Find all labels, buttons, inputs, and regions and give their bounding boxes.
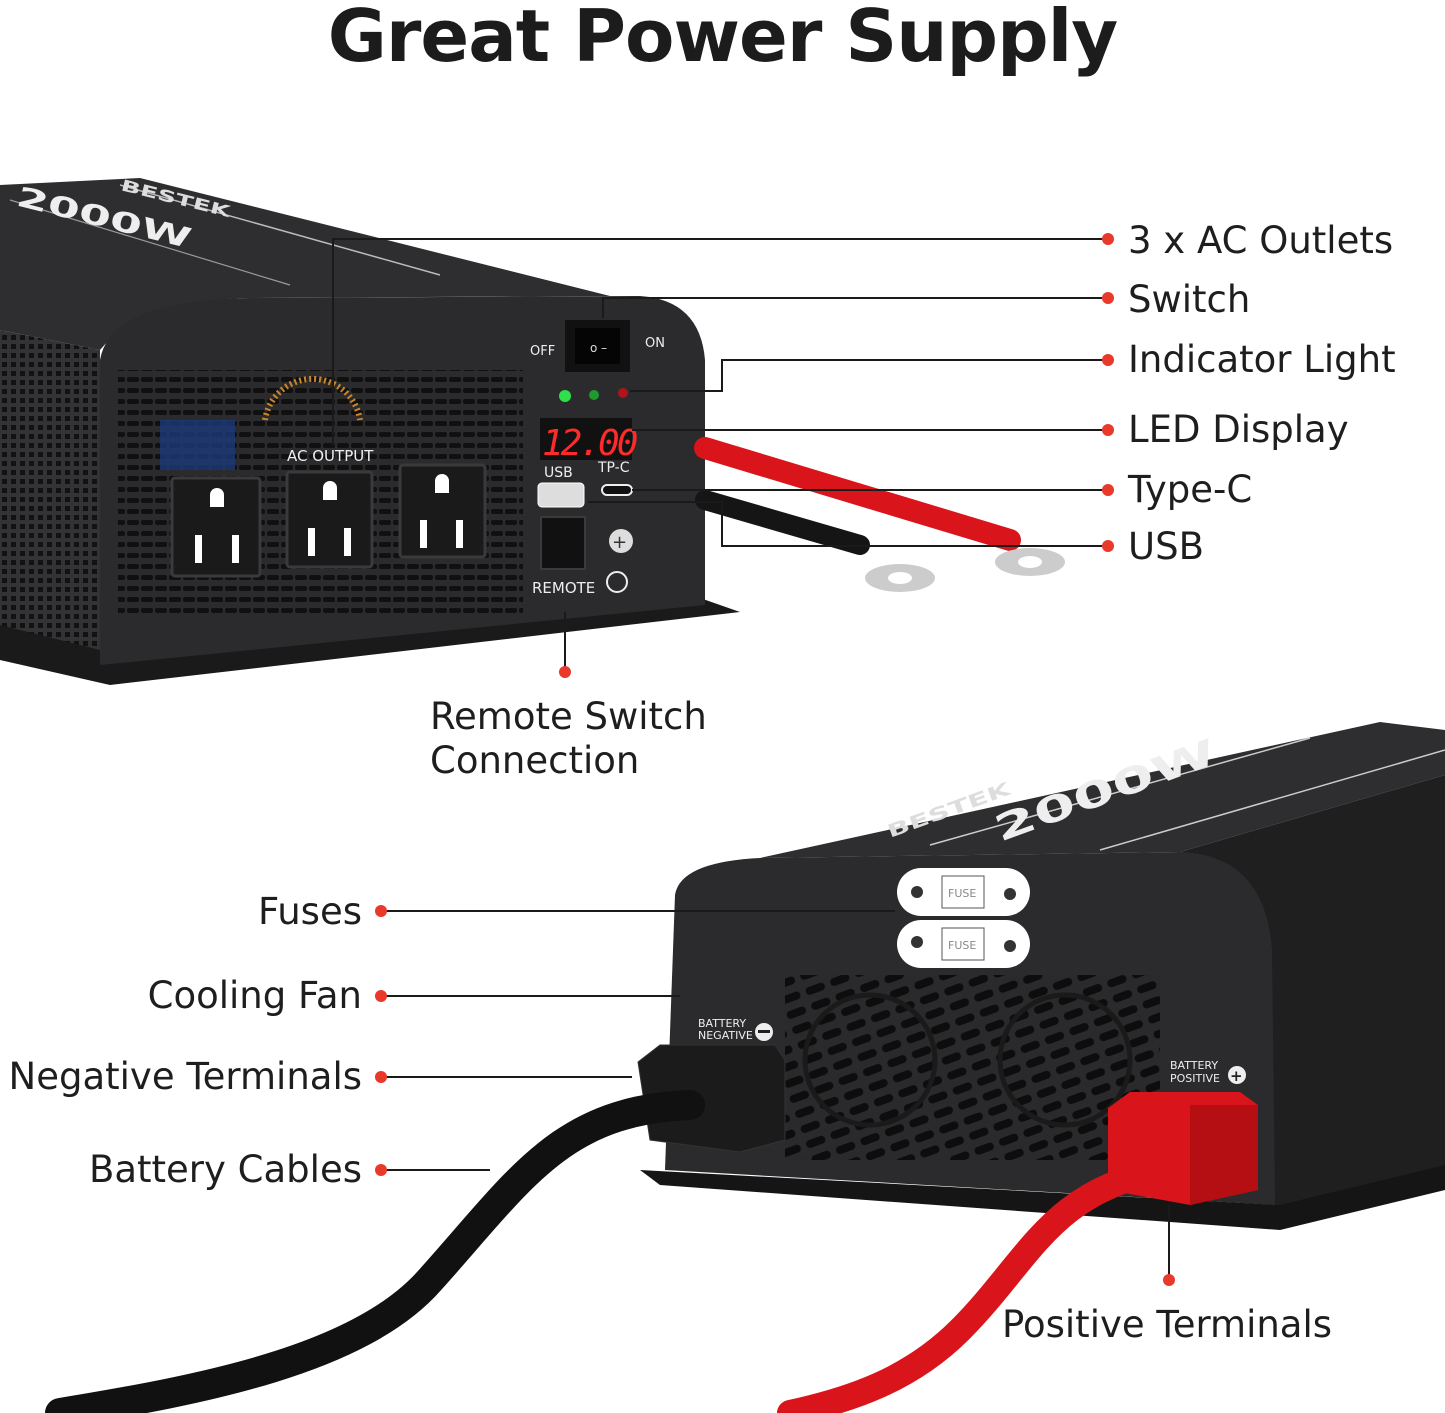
ac-outlet <box>285 470 374 569</box>
fuse: FUSE <box>897 920 1030 968</box>
plus-icon <box>1228 1066 1246 1084</box>
svg-text:FUSE: FUSE <box>948 939 976 952</box>
indicator-light <box>589 390 599 400</box>
svg-text:12.00: 12.00 <box>542 423 637 464</box>
callout-usb: USB <box>1128 525 1204 568</box>
ground-icon <box>606 571 628 593</box>
device-top-face <box>0 178 610 350</box>
callout-positive-terminals: Positive Terminals <box>1002 1303 1333 1346</box>
ac-outlet <box>398 463 487 559</box>
inverter-rear-view: BESTEK 2000W FUSE FUSE BATTERY NEGATIVE … <box>637 722 1445 1230</box>
svg-text:+: + <box>612 532 627 553</box>
svg-text:FUSE: FUSE <box>948 887 976 900</box>
battery-cables-front <box>694 437 1065 592</box>
svg-text:TP-C: TP-C <box>597 460 630 476</box>
indicator-light <box>559 390 571 402</box>
cooling-fan <box>997 992 1133 1128</box>
page-title: Great Power Supply <box>327 0 1118 78</box>
device-foot <box>640 1165 1445 1230</box>
callout-type-c: Type-C <box>1128 468 1253 511</box>
callout-battery-cables: Battery Cables <box>88 1148 362 1191</box>
callout-fuses: Fuses <box>257 890 362 933</box>
cooling-fan <box>802 992 938 1128</box>
svg-text:BATTERY: BATTERY <box>1170 1059 1218 1072</box>
usb-port[interactable] <box>537 482 585 508</box>
battery-cables-rear <box>45 1090 1178 1413</box>
svg-text:USB: USB <box>544 465 573 481</box>
svg-text:POSITIVE: POSITIVE <box>1170 1072 1220 1085</box>
power-switch[interactable]: o – <box>565 320 630 372</box>
ac-outlet <box>170 476 262 578</box>
callout-ac-outlets: 3 x AC Outlets <box>1128 219 1394 262</box>
device-top-face <box>760 722 1445 858</box>
indicator-light <box>618 388 628 398</box>
svg-text:BATTERY: BATTERY <box>698 1017 746 1030</box>
svg-text:+: + <box>1230 1067 1243 1085</box>
callout-indicator-light: Indicator Light <box>1128 338 1396 381</box>
type-c-port[interactable] <box>601 484 633 496</box>
callout-negative-terminals: Negative Terminals <box>8 1055 362 1098</box>
negative-terminal <box>637 1044 786 1153</box>
svg-text:NEGATIVE: NEGATIVE <box>698 1029 753 1042</box>
callout-led-display: LED Display <box>1128 408 1349 451</box>
callout-cooling-fan: Cooling Fan <box>147 974 362 1017</box>
inverter-front-view: BESTEK 2000W AC OUTPUT OFF ON o – <box>0 177 740 685</box>
led-display: 12.00 <box>540 418 640 464</box>
svg-text:ON: ON <box>645 336 665 351</box>
device-side-face <box>0 330 100 665</box>
svg-text:o –: o – <box>590 341 607 355</box>
leader-lines <box>332 238 1170 1280</box>
fuse: FUSE <box>897 868 1030 916</box>
svg-text:OFF: OFF <box>530 344 555 359</box>
remote-jack[interactable] <box>540 516 586 570</box>
callout-dots <box>375 233 1175 1286</box>
callout-remote-switch: Remote Switch Connection <box>430 695 707 782</box>
ground-screw <box>609 529 633 553</box>
callout-switch: Switch <box>1128 278 1251 321</box>
ac-output-label: AC OUTPUT <box>287 447 374 465</box>
svg-text:REMOTE: REMOTE <box>532 579 595 597</box>
